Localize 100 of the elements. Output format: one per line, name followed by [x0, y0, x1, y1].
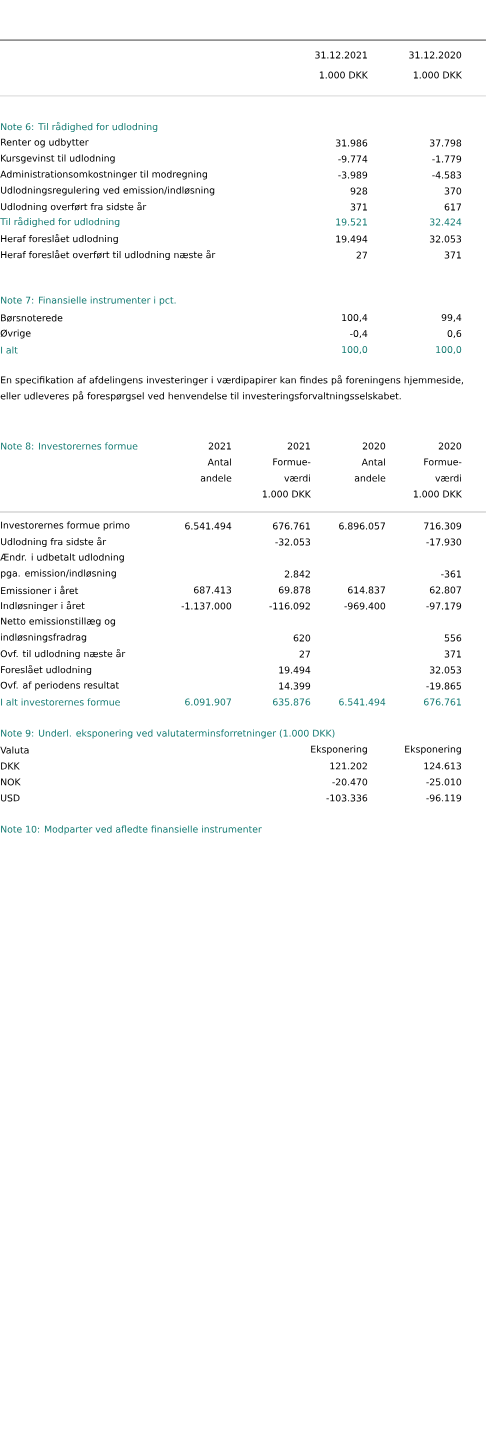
column-header: 1.000 DKK: [262, 490, 311, 498]
row-label: Udlodning fra sidste år: [1, 536, 107, 548]
table-cell: 620: [293, 634, 311, 642]
table-cell: -4.583: [432, 171, 462, 179]
table-cell: 100,4: [342, 314, 368, 322]
table-cell: -9.774: [338, 155, 368, 163]
table-cell: 676.761: [273, 522, 310, 530]
table-cell: 716.309: [424, 522, 462, 530]
row-label: Øvrige: [0, 329, 31, 339]
table-cell: 617: [444, 203, 461, 211]
column-header: Eksponering: [405, 745, 461, 755]
row-label: Udlodning overført fra sidste år: [1, 201, 147, 213]
table-cell: 19.494: [279, 666, 311, 674]
row-label: Heraf foreslået udlodning: [1, 233, 118, 245]
column-header: 31.12.2021: [315, 51, 367, 59]
section-heading: Note 10: Modparter ved afledte finansielle instrumenter: [1, 825, 262, 835]
section-heading: Note 7: Finansielle instrumenter i pct.: [1, 296, 176, 306]
table-cell: -96.119: [426, 794, 462, 802]
table-cell: 32.053: [429, 235, 462, 243]
table-cell: 99,4: [441, 314, 462, 322]
table-cell: -1.779: [432, 155, 462, 163]
row-label: Investorernes formue primo: [1, 521, 130, 531]
row-label: DKK: [1, 762, 20, 770]
row-label: Foreslået udlodning: [1, 664, 92, 676]
table-cell: 556: [444, 634, 462, 642]
table-cell: 614.837: [348, 586, 385, 594]
section-heading: Note 8: Investorernes formue: [1, 442, 138, 450]
table-cell: 32.424: [429, 218, 462, 226]
row-label: Heraf foreslået overført til udlodning næste år: [1, 249, 216, 261]
table-cell: 19.521: [336, 218, 367, 226]
row-label: USD: [1, 794, 20, 802]
row-label: pga. emission/indløsning: [1, 569, 116, 579]
row-label: Valuta: [0, 746, 29, 754]
row-label: Ovf. til udlodning næste år: [0, 648, 126, 660]
column-header: andele: [354, 474, 386, 482]
table-cell: -361: [441, 570, 461, 578]
row-label: Emissioner i året: [1, 585, 79, 595]
row-label: Børsnoterede: [1, 314, 63, 322]
table-cell: -17.930: [426, 538, 462, 546]
column-header: 2021: [208, 442, 231, 450]
row-label: indløsningsfradrag: [1, 633, 87, 643]
table-cell: -0,4: [350, 330, 368, 338]
table-cell: 2.842: [284, 570, 310, 578]
column-header: 1.000 DKK: [413, 71, 462, 79]
table-cell: 27: [356, 251, 367, 259]
table-cell: 371: [444, 650, 461, 658]
table-cell: -32.053: [275, 538, 311, 546]
row-label: NOK: [1, 778, 21, 786]
table-cell: 27: [299, 650, 310, 658]
table-cell: 0,6: [447, 330, 462, 338]
row-label: Kursgevinst til udlodning: [1, 154, 115, 164]
column-header: 31.12.2020: [409, 51, 462, 59]
total-label: I alt: [1, 346, 18, 354]
table-cell: -969.400: [344, 602, 386, 610]
table-cell: 62.807: [429, 586, 461, 594]
table-cell: -116.092: [269, 602, 310, 610]
table-cell: -19.865: [426, 682, 461, 690]
column-header: 2021: [287, 442, 310, 450]
column-header: værdi: [284, 474, 310, 482]
column-header: 2020: [362, 442, 386, 450]
row-label: Administrationsomkostninger til modregning: [0, 170, 207, 180]
table-cell: 100,0: [436, 346, 462, 354]
table-cell: 676.761: [424, 698, 461, 706]
table-cell: 687.413: [194, 586, 232, 594]
column-header: Antal: [361, 458, 385, 466]
table-cell: 6.541.494: [339, 698, 386, 706]
table-cell: 14.399: [279, 682, 311, 690]
table-cell: 6.541.494: [185, 522, 232, 530]
row-label: Ovf. af periodens resultat: [0, 681, 119, 691]
table-cell: 371: [444, 251, 461, 259]
row-label: Renter og udbytter: [1, 138, 89, 148]
table-cell: 100,0: [342, 346, 368, 354]
column-header: 1.000 DKK: [413, 490, 462, 498]
table-cell: -97.179: [426, 602, 462, 610]
table-cell: 6.896.057: [339, 522, 385, 530]
section-heading: Note 6: Til rådighed for udlodning: [1, 121, 158, 133]
column-header: Antal: [207, 458, 231, 466]
column-header: Eksponering: [311, 745, 367, 755]
table-cell: 635.876: [273, 698, 311, 706]
total-label: Til rådighed for udlodning: [0, 216, 120, 228]
table-cell: 31.986: [335, 139, 368, 147]
column-header: værdi: [435, 474, 461, 482]
table-cell: -25.010: [426, 778, 462, 786]
table-cell: -3.989: [338, 171, 368, 179]
row-label: Indløsninger i året: [1, 600, 85, 612]
row-label: Netto emissionstillæg og: [1, 617, 116, 627]
section-heading: Note 9: Underl. eksponering ved valutaterminsforretninger (1.000 DKK): [1, 729, 335, 739]
column-header: andele: [200, 474, 232, 482]
table-cell: -20.470: [332, 778, 368, 786]
table-cell: 69.878: [278, 586, 311, 594]
table-cell: -1.137.000: [181, 602, 232, 610]
row-label: Udlodningsregulering ved emission/indløsning: [1, 186, 215, 196]
table-cell: 371: [350, 203, 367, 211]
table-cell: 121.202: [330, 762, 367, 770]
column-header: 2020: [438, 442, 462, 450]
column-header: 1.000 DKK: [319, 71, 368, 79]
table-cell: 370: [444, 187, 462, 195]
table-cell: 928: [350, 187, 368, 195]
table-cell: 6.091.907: [185, 698, 231, 706]
note-paragraph: En specifikation af afdelingens investeringer i værdipapirer kan findes på foreningens hjemmeside, eller udleveres på forespørgsel ved henvendelse til investeringsforvaltningsselskabet.: [0, 375, 463, 402]
